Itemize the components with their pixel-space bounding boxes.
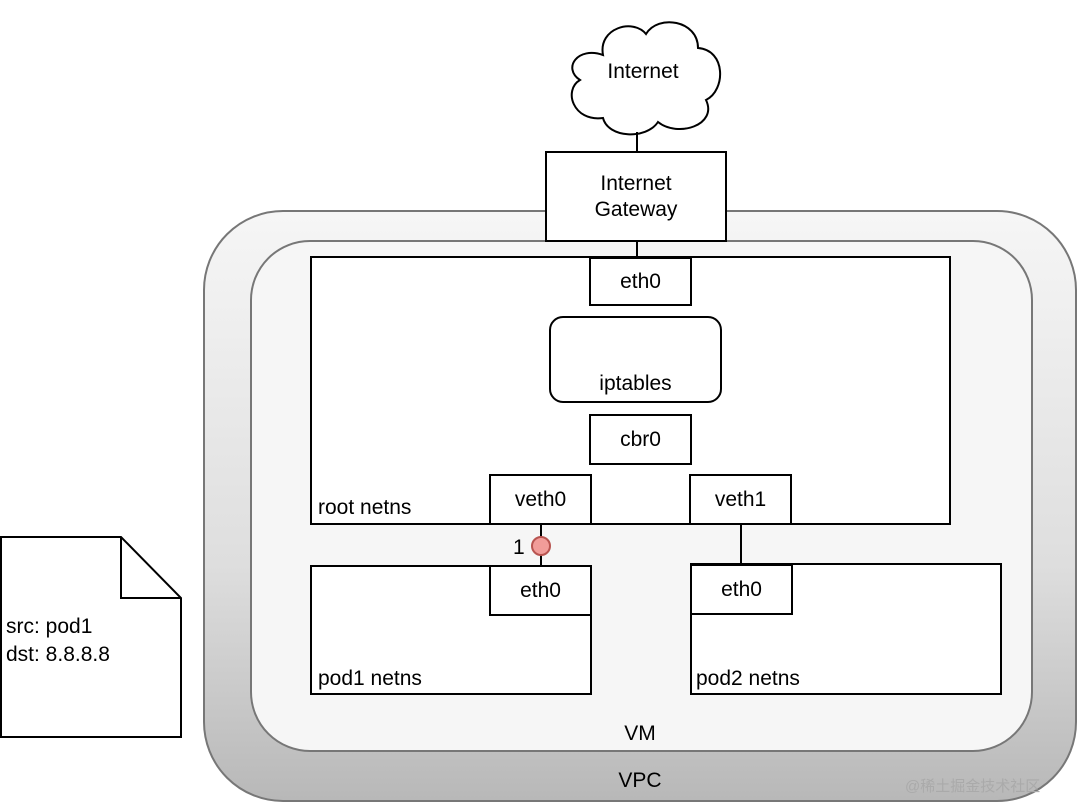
connector-internet-gateway xyxy=(636,132,638,152)
packet-dst: dst: 8.8.8.8 xyxy=(6,643,110,666)
vpc-label: VPC xyxy=(618,769,662,793)
veth1-box: veth1 xyxy=(689,474,792,525)
connector-veth1-pod2 xyxy=(740,523,742,566)
veth0-box: veth0 xyxy=(489,474,592,525)
document-icon xyxy=(0,536,182,738)
vm-label: VM xyxy=(624,722,656,746)
internet-cloud: Internet xyxy=(558,10,728,140)
internet-label: Internet xyxy=(607,60,679,84)
root-netns-label: root netns xyxy=(318,496,412,519)
connector-gateway-eth0 xyxy=(636,240,638,258)
watermark: @稀土掘金技术社区 xyxy=(905,778,1041,795)
iptables-label: iptables xyxy=(599,372,672,396)
iptables-box: iptables xyxy=(549,316,722,403)
packet-marker-dot xyxy=(531,536,551,556)
packet-document: src: pod1 dst: 8.8.8.8 xyxy=(0,536,184,740)
internet-gateway-box: Internet Gateway xyxy=(545,151,727,242)
pod2-eth0-box: eth0 xyxy=(690,564,793,615)
pod2-netns-label: pod2 netns xyxy=(696,667,800,690)
cloud-icon xyxy=(570,21,721,136)
cbr0-box: cbr0 xyxy=(589,414,692,465)
packet-src: src: pod1 xyxy=(6,615,93,638)
packet-step-label: 1 xyxy=(513,536,525,559)
pod1-netns-label: pod1 netns xyxy=(318,667,422,690)
pod1-eth0-box: eth0 xyxy=(489,565,592,616)
root-eth0-box: eth0 xyxy=(589,257,692,306)
